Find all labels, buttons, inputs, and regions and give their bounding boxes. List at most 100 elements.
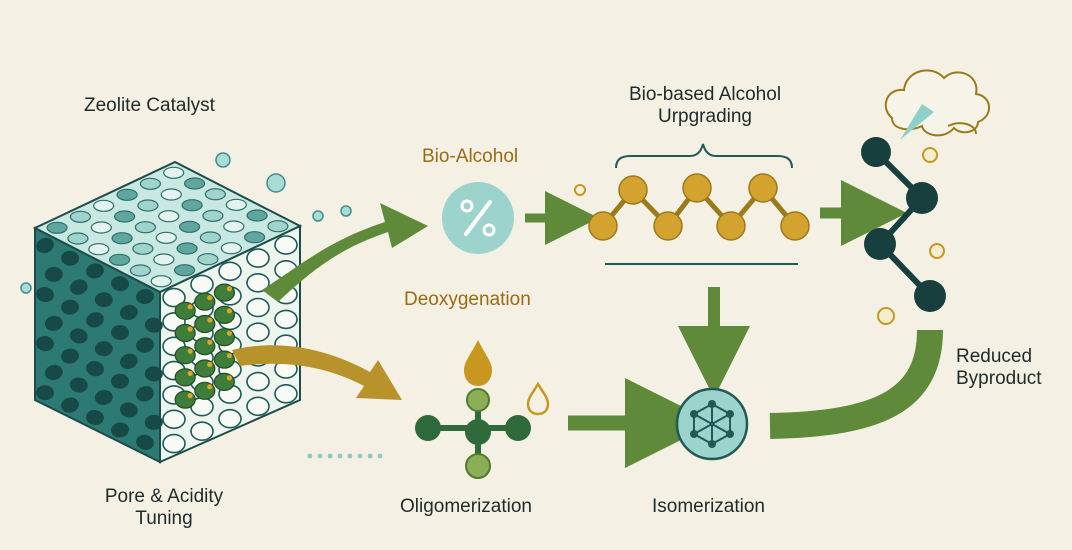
pore bbox=[197, 253, 219, 266]
pore bbox=[163, 166, 185, 179]
pore bbox=[86, 409, 104, 426]
pore bbox=[93, 199, 115, 212]
molecule-atom bbox=[906, 182, 938, 214]
channel-pore bbox=[213, 350, 235, 369]
chain-atom bbox=[588, 211, 618, 241]
pore bbox=[136, 337, 154, 353]
pore bbox=[176, 242, 198, 255]
channel-pore bbox=[194, 381, 216, 400]
gold-particle bbox=[226, 353, 232, 359]
dot bbox=[377, 453, 383, 459]
pore bbox=[179, 220, 201, 233]
cube-active-channel bbox=[174, 283, 235, 409]
pore bbox=[184, 177, 206, 190]
cube-top-face bbox=[32, 160, 303, 294]
label-byproduct-line1: Reduced bbox=[956, 346, 1033, 367]
pore bbox=[136, 288, 154, 305]
cloud-icon bbox=[884, 69, 990, 137]
channel-pore bbox=[174, 323, 196, 343]
dot bbox=[367, 453, 373, 459]
bubble bbox=[266, 173, 286, 193]
gold-particle bbox=[207, 317, 213, 323]
droplet-icon bbox=[464, 340, 492, 386]
pore bbox=[153, 253, 175, 266]
gold-particle bbox=[187, 348, 193, 354]
pore bbox=[67, 232, 89, 245]
pore bbox=[204, 188, 226, 201]
label-upgrading-line2: Urpgrading bbox=[658, 106, 752, 128]
cube-top-pores bbox=[46, 166, 289, 288]
gold-particle bbox=[226, 286, 232, 292]
label-isomerization: Isomerization bbox=[652, 496, 765, 517]
pore bbox=[144, 366, 163, 382]
pore bbox=[86, 263, 104, 279]
pore bbox=[150, 275, 172, 288]
upgrading-brace bbox=[615, 143, 793, 169]
pore bbox=[129, 264, 151, 277]
pore bbox=[199, 231, 221, 244]
label-oligomerization: Oligomerization bbox=[400, 496, 532, 517]
dotted-connector bbox=[307, 453, 383, 459]
pore bbox=[119, 353, 138, 369]
pore bbox=[132, 242, 154, 255]
channel-pore bbox=[174, 346, 196, 365]
pore bbox=[136, 386, 154, 402]
pore bbox=[267, 220, 289, 233]
pore bbox=[111, 422, 129, 438]
label-pore-acidity: Pore & Acidity Tuning bbox=[96, 486, 232, 531]
pore bbox=[44, 364, 63, 381]
pore bbox=[36, 336, 54, 352]
molecular-network-icon bbox=[690, 400, 734, 448]
pore bbox=[119, 402, 138, 418]
pore bbox=[61, 250, 79, 266]
pore bbox=[162, 287, 186, 308]
channel-pore bbox=[194, 292, 216, 311]
pore bbox=[86, 312, 104, 328]
pore bbox=[111, 373, 129, 389]
molecule-gold-dots bbox=[877, 147, 945, 325]
channel-pore bbox=[213, 372, 235, 391]
gold-particle bbox=[226, 375, 232, 381]
pore bbox=[144, 414, 163, 430]
pore bbox=[69, 328, 88, 344]
molecule-atoms bbox=[861, 137, 946, 312]
pore bbox=[69, 377, 88, 393]
dot bbox=[307, 453, 313, 459]
percent-symbol-icon bbox=[460, 199, 496, 237]
pore bbox=[162, 433, 186, 454]
pore bbox=[246, 297, 270, 318]
label-byproduct-line2: Byproduct bbox=[956, 368, 1042, 390]
channel-pore bbox=[213, 328, 235, 347]
pore bbox=[36, 385, 54, 401]
label-pore-acidity-line1: Pore & Acidity bbox=[104, 486, 224, 507]
pore bbox=[223, 220, 245, 233]
pore bbox=[155, 231, 177, 244]
pore bbox=[225, 198, 247, 211]
pore bbox=[94, 389, 113, 406]
gold-dot bbox=[922, 147, 938, 163]
pore bbox=[116, 188, 138, 201]
pore bbox=[61, 299, 79, 315]
channel-pore bbox=[194, 314, 216, 334]
pore bbox=[202, 209, 224, 222]
dot bbox=[357, 453, 363, 459]
oligomer-molecule bbox=[415, 388, 531, 479]
chain-atoms bbox=[574, 173, 810, 241]
label-upgrading-line1: Bio-based Alcohol bbox=[628, 84, 782, 105]
pore bbox=[119, 304, 138, 321]
pore bbox=[218, 408, 242, 429]
arrow-isomerization-to-byproduct bbox=[769, 329, 943, 439]
pore bbox=[190, 274, 214, 295]
gold-dot bbox=[877, 307, 895, 325]
oligomer-atom bbox=[466, 388, 490, 412]
pore bbox=[36, 286, 54, 303]
pore bbox=[246, 248, 270, 268]
bubble bbox=[340, 205, 352, 217]
pore bbox=[94, 292, 113, 308]
pore bbox=[190, 421, 214, 442]
bubbles bbox=[20, 152, 352, 294]
pore bbox=[69, 279, 88, 295]
pore bbox=[134, 221, 156, 234]
chain-atom bbox=[716, 211, 746, 241]
zeolite-cube bbox=[32, 160, 303, 464]
